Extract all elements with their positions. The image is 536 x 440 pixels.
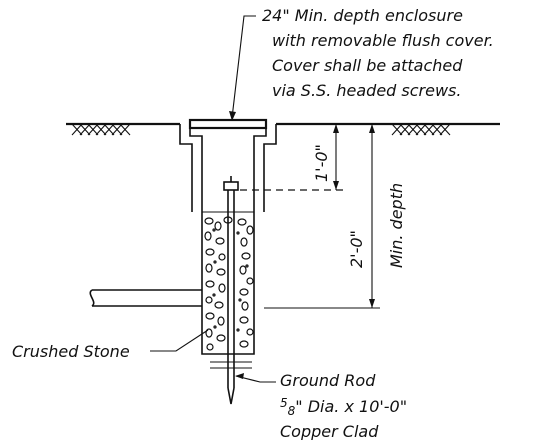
rod-diameter-denominator: 8 xyxy=(288,404,296,418)
ground-rod xyxy=(210,176,252,405)
rod-diameter-numerator: 5 xyxy=(280,396,288,410)
ground-rod-note-line3: Copper Clad xyxy=(280,422,379,440)
ground-rod-leader xyxy=(235,373,276,383)
crushed-stone-label: Crushed Stone xyxy=(12,342,130,361)
crushed-stone-leader xyxy=(150,329,209,352)
rod-diameter-rest: " Dia. x 10'-0" xyxy=(295,397,407,416)
enclosure-note-line3: Cover shall be attached xyxy=(272,56,463,75)
earth-hatch-right xyxy=(391,123,451,136)
enclosure xyxy=(179,118,277,212)
enclosure-note-line4: via S.S. headed screws. xyxy=(272,81,461,100)
enclosure-note: 24" Min. depth enclosure with removable … xyxy=(262,6,494,100)
dimension-1ft: 1'-0" xyxy=(312,144,331,182)
dimension-lines xyxy=(240,123,380,309)
conduit xyxy=(89,289,202,307)
enclosure-leader xyxy=(229,15,256,121)
earth-hatch-left xyxy=(71,123,131,136)
ground-rod-note-line1: Ground Rod xyxy=(280,371,376,390)
dimension-min-depth-note: Min. depth xyxy=(387,183,406,268)
ground-surface xyxy=(66,122,500,136)
flush-cover xyxy=(188,118,268,130)
enclosure-note-line1: 24" Min. depth enclosure xyxy=(262,6,463,25)
enclosure-note-line2: with removable flush cover. xyxy=(272,31,494,50)
ground-rod-note: Ground Rod 58" Dia. x 10'-0" Copper Clad xyxy=(280,371,407,440)
ground-rod-note-line2: 58" Dia. x 10'-0" xyxy=(280,396,407,418)
crushed-stone-fill xyxy=(201,211,255,355)
dimension-2ft: 2'-0" xyxy=(347,230,366,268)
